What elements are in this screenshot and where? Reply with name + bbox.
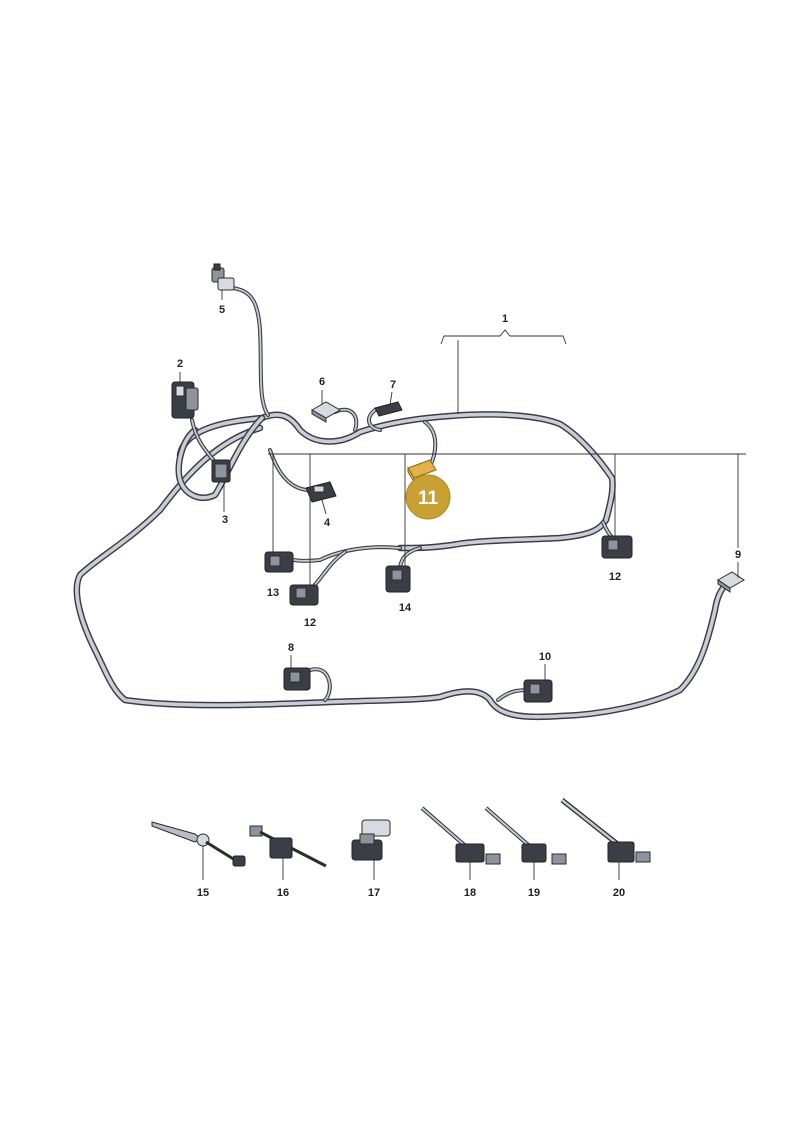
connector-7	[374, 401, 403, 417]
callout-17: 17	[368, 887, 380, 899]
callout-14: 14	[399, 602, 412, 614]
clip-17	[351, 819, 391, 861]
callout-6: 6	[319, 376, 325, 388]
connector-3	[211, 459, 231, 483]
connector-2	[171, 381, 199, 419]
callout-4: 4	[324, 517, 331, 529]
cable-tie-19	[484, 806, 567, 865]
cable-tie-15	[151, 821, 246, 867]
cable-tie-20	[560, 798, 651, 863]
callout-8: 8	[288, 642, 294, 654]
callout-16: 16	[277, 887, 289, 899]
connector-12-left	[289, 584, 319, 606]
callout-11-badge[interactable]: 11	[405, 474, 451, 520]
callout-15: 15	[197, 887, 209, 899]
callout-7: 7	[390, 379, 396, 391]
connector-10	[523, 679, 553, 703]
callout-12-left: 12	[304, 617, 316, 629]
callout-1: 1	[502, 313, 508, 325]
connector-13	[264, 551, 294, 573]
callout-12-right: 12	[609, 571, 621, 583]
callout-20: 20	[613, 887, 625, 899]
callout-19: 19	[528, 887, 540, 899]
branch-wires	[190, 286, 532, 702]
clip-16	[249, 825, 327, 868]
connector-11-highlight	[407, 459, 437, 484]
callout-labels: 1 2 3 4 5 6 7 8 9 10 12 12 13 14 15 16 1…	[177, 304, 741, 899]
callout-5: 5	[219, 304, 225, 316]
leader-lines	[179, 290, 746, 880]
connector-14	[385, 565, 411, 593]
callout-18: 18	[464, 887, 476, 899]
connector-6	[310, 401, 342, 423]
main-harness	[73, 411, 732, 721]
callout-11-text: 11	[418, 488, 439, 509]
callout-2: 2	[177, 358, 183, 370]
connector-5	[211, 263, 235, 291]
connector-12-right	[601, 535, 633, 559]
callout-3: 3	[222, 514, 228, 526]
connector-8	[283, 667, 311, 691]
callout-10: 10	[539, 651, 551, 663]
callout-9: 9	[735, 549, 741, 561]
connector-9	[717, 571, 745, 593]
cable-tie-18	[420, 806, 501, 865]
callout-13: 13	[267, 587, 279, 599]
connector-4	[305, 481, 337, 503]
